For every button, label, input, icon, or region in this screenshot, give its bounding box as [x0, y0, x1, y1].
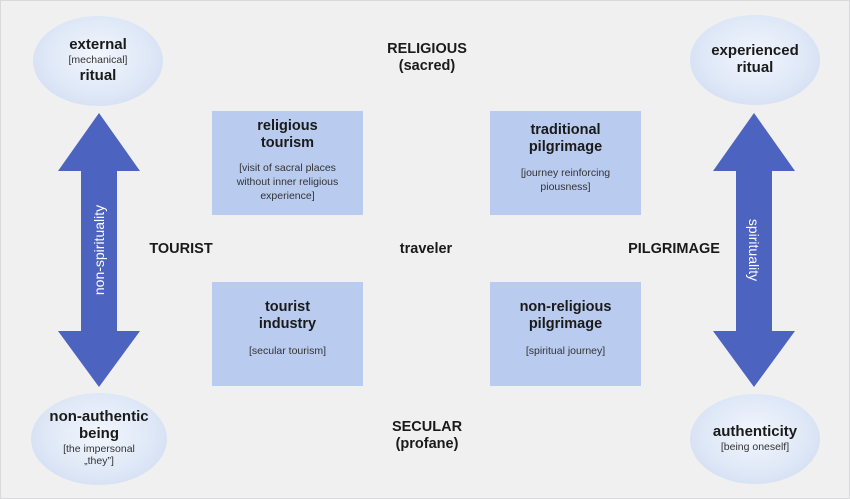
religious-tourism-box: religious tourism [visit of sacral place… — [212, 111, 363, 215]
box-description: without inner religious — [236, 175, 339, 188]
box-description: [secular tourism] — [248, 345, 327, 358]
oval-title: being — [79, 424, 119, 442]
box-title: industry — [258, 316, 317, 333]
box-description: [journey reinforcing — [520, 167, 611, 180]
oval-title: experienced — [711, 42, 799, 60]
box-title: religious — [257, 118, 318, 134]
oval-subtitle: [being oneself] — [720, 440, 790, 453]
non-spirituality-label: non-spirituality — [91, 204, 107, 296]
oval-subtitle: [mechanical] — [68, 54, 128, 67]
tourist-label: TOURIST — [149, 241, 213, 257]
oval-title: authenticity — [712, 422, 798, 440]
traditional-pilgrimage-box: traditional pilgrimage [journey reinforc… — [490, 111, 641, 215]
box-description: [spiritual journey] — [525, 345, 606, 358]
oval-title: external — [69, 36, 127, 54]
box-description: piousness] — [540, 180, 591, 193]
oval-subtitle: [the impersonal — [63, 442, 135, 455]
box-title: traditional — [530, 122, 601, 138]
box-title: non-religious — [519, 299, 612, 315]
profane-label: (profane) — [395, 436, 459, 453]
secular-profane-label: SECULAR (profane) — [367, 419, 487, 454]
oval-title: ritual — [736, 59, 774, 76]
non-religious-pilgrimage-box: non-religious pilgrimage [spiritual jour… — [490, 282, 641, 386]
box-title: tourism — [260, 135, 315, 152]
pilgrimage-label: PILGRIMAGE — [628, 241, 720, 257]
oval-title: non-authentic — [49, 407, 149, 425]
religious-label: RELIGIOUS — [387, 41, 467, 57]
external-ritual-oval: external [mechanical] ritual — [33, 16, 163, 106]
spirituality-label: spirituality — [746, 218, 762, 282]
religious-sacred-label: RELIGIOUS (sacred) — [367, 41, 487, 76]
box-description: experience] — [260, 189, 315, 202]
sacred-label: (sacred) — [398, 58, 456, 75]
oval-title: ritual — [79, 66, 117, 84]
box-title: pilgrimage — [528, 316, 603, 333]
tourist-industry-box: tourist industry [secular tourism] — [212, 282, 363, 386]
secular-label: SECULAR — [391, 419, 463, 435]
box-description: [visit of sacral places — [239, 162, 336, 175]
right-double-arrow — [713, 113, 795, 387]
non-authentic-being-oval: non-authentic being [the impersonal „the… — [31, 393, 167, 485]
oval-subtitle: „they”] — [84, 455, 114, 468]
box-title: tourist — [264, 299, 311, 315]
authenticity-oval: authenticity [being oneself] — [690, 394, 820, 484]
box-title: pilgrimage — [528, 139, 603, 156]
left-double-arrow — [58, 113, 140, 387]
traveler-label: traveler — [399, 241, 453, 257]
experienced-ritual-oval: experienced ritual — [690, 15, 820, 105]
